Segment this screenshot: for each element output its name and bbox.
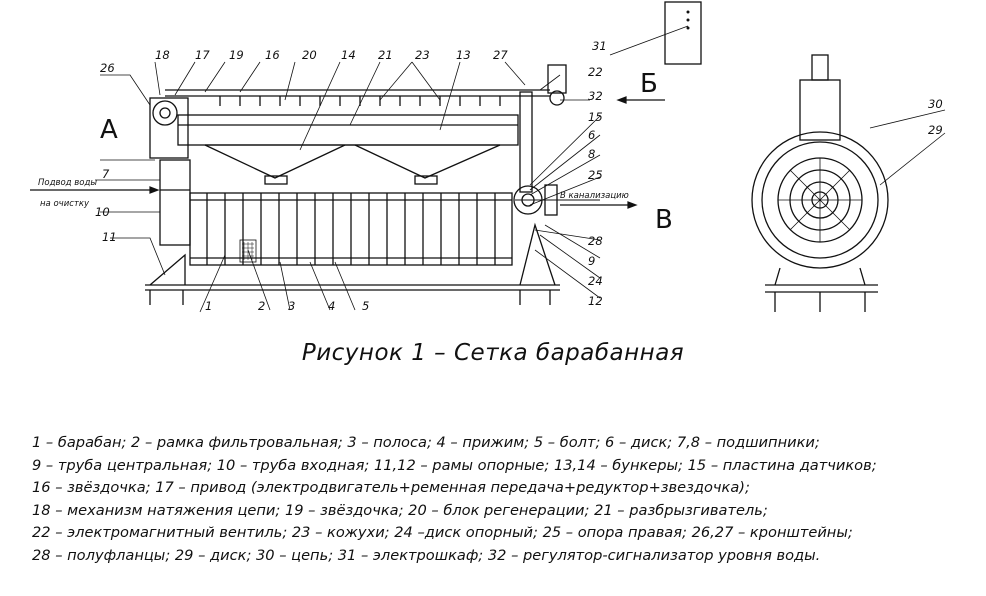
callout-19: 19 [229, 48, 244, 62]
note-drain: В канализацию [560, 191, 629, 201]
callout-1: 1 [205, 299, 212, 313]
callout-numbers: 26 18 17 19 16 20 14 21 23 13 27 22 32 1… [95, 39, 943, 313]
callout-12: 12 [588, 294, 603, 308]
callout-6: 6 [588, 128, 595, 142]
legend-line: 16 – звёздочка; 17 – привод (электродвиг… [32, 479, 750, 497]
view-label-v: В [655, 205, 673, 235]
view-label-b: Б [640, 69, 658, 99]
callout-32: 32 [588, 89, 603, 103]
callout-13: 13 [456, 48, 471, 62]
callout-16: 16 [265, 48, 280, 62]
callout-5: 5 [362, 299, 369, 313]
callout-25: 25 [588, 168, 603, 182]
callout-30: 30 [928, 97, 943, 111]
end-view [751, 54, 889, 312]
callout-10: 10 [95, 205, 110, 219]
callout-9: 9 [588, 254, 595, 268]
callout-29: 29 [928, 123, 943, 137]
view-arrows [30, 96, 665, 209]
legend-line: 22 – электромагнитный вентиль; 23 – кожу… [32, 524, 853, 542]
legend-line: 9 – труба центральная; 10 – труба входна… [32, 456, 877, 474]
callout-28: 28 [588, 234, 603, 248]
note-water-in-2: на очистку [40, 199, 90, 209]
electrical-cabinet [664, 1, 702, 65]
legend-line: 18 – механизм натяжения цепи; 19 – звёзд… [32, 501, 768, 519]
callout-31: 31 [592, 39, 607, 53]
callout-20: 20 [302, 48, 317, 62]
callout-8: 8 [588, 147, 595, 161]
note-water-in-1: Подвод воды [38, 178, 97, 188]
callout-27: 27 [493, 48, 508, 62]
callout-4: 4 [328, 299, 335, 313]
drum-ribs [206, 193, 496, 265]
legend-line: 28 – полуфланцы; 29 – диск; 30 – цепь; 3… [32, 546, 821, 564]
callout-21: 21 [378, 48, 393, 62]
view-label-a: А [100, 115, 118, 145]
figure-caption: Рисунок 1 – Сетка барабанная [301, 340, 685, 366]
callout-3: 3 [288, 299, 295, 313]
callout-22: 22 [588, 65, 603, 79]
technical-drawing: А Б В Подвод воды на очистку В канализац… [30, 1, 946, 313]
legend: 1 – барабан; 2 – рамка фильтровальная; 3… [32, 432, 977, 568]
callout-23: 23 [415, 48, 430, 62]
callout-24: 24 [588, 274, 603, 288]
callout-2: 2 [258, 299, 265, 313]
callout-14: 14 [341, 48, 356, 62]
callout-7: 7 [102, 167, 110, 181]
side-view [145, 64, 600, 305]
leader-lines [95, 25, 946, 313]
callout-17: 17 [195, 48, 210, 62]
callout-26: 26 [100, 61, 115, 75]
callout-18: 18 [155, 48, 170, 62]
callout-15: 15 [588, 110, 603, 124]
callout-11: 11 [102, 230, 117, 244]
spray-nozzles [219, 96, 501, 106]
legend-line: 1 – барабан; 2 – рамка фильтровальная; 3… [32, 434, 820, 451]
